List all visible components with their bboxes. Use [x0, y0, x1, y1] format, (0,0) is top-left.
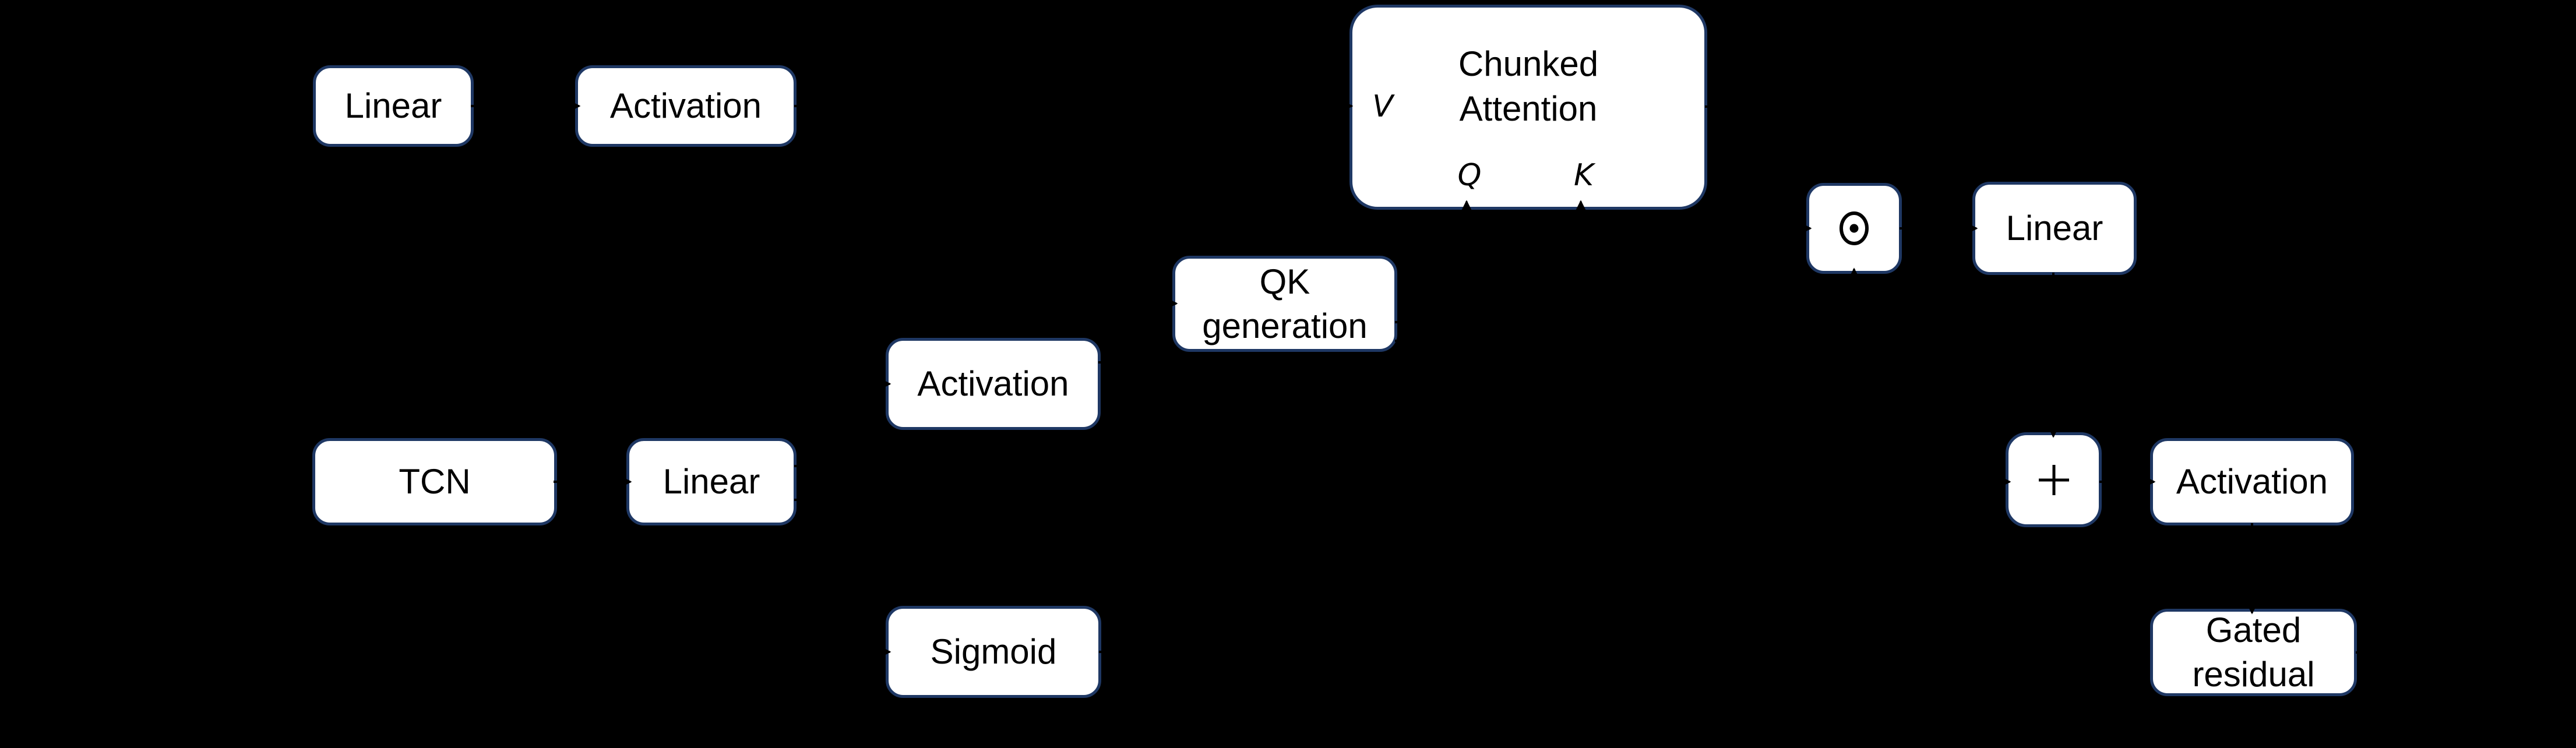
port-k-label: K	[1573, 158, 1594, 193]
node-label: Linear	[2006, 209, 2103, 248]
node-tcn: TCN	[312, 438, 557, 525]
node-label: Linear	[344, 86, 442, 125]
node-label: Gated residual	[2192, 611, 2315, 694]
edge-linear-bl-to-sigmoid	[794, 499, 891, 659]
circled-dot-icon	[1838, 210, 1870, 246]
plus-icon	[2036, 463, 2071, 498]
node-qk-generation: QK generation	[1172, 256, 1397, 352]
node-label: Chunked Attention	[1458, 44, 1599, 128]
node-label: QK generation	[1202, 262, 1368, 345]
node-label: Activation	[917, 364, 1069, 403]
edge-activation-mid-to-qkgen	[1098, 296, 1178, 364]
node-label: TCN	[399, 462, 471, 501]
node-activation-top: Activation	[575, 65, 797, 147]
node-activation-mid: Activation	[886, 338, 1101, 430]
edge-qkgen-to-attention-q	[1395, 200, 1474, 323]
edge-attention-to-odot	[1705, 105, 1812, 236]
port-v-label: V	[1372, 89, 1393, 124]
node-activation-right: Activation	[2150, 438, 2354, 525]
node-label: Activation	[2176, 462, 2328, 501]
node-linear-top-left: Linear	[313, 65, 474, 147]
port-q-label: Q	[1457, 158, 1482, 193]
edge-linear-bl-to-activation-mid	[794, 376, 891, 467]
node-chunked-attention: Chunked Attention V Q K	[1349, 5, 1707, 210]
edge-qkgen-to-attention-k	[1395, 200, 1588, 342]
node-label: Linear	[662, 462, 760, 501]
node-linear-bottom-left: Linear	[626, 438, 797, 525]
node-linear-right: Linear	[1972, 182, 2137, 275]
node-sum	[2006, 432, 2102, 527]
node-gated-residual: Gated residual	[2150, 609, 2357, 696]
node-elementwise-product	[1806, 183, 1902, 274]
node-label: Activation	[609, 86, 762, 125]
node-label: Sigmoid	[930, 632, 1057, 671]
node-sigmoid: Sigmoid	[886, 606, 1101, 698]
